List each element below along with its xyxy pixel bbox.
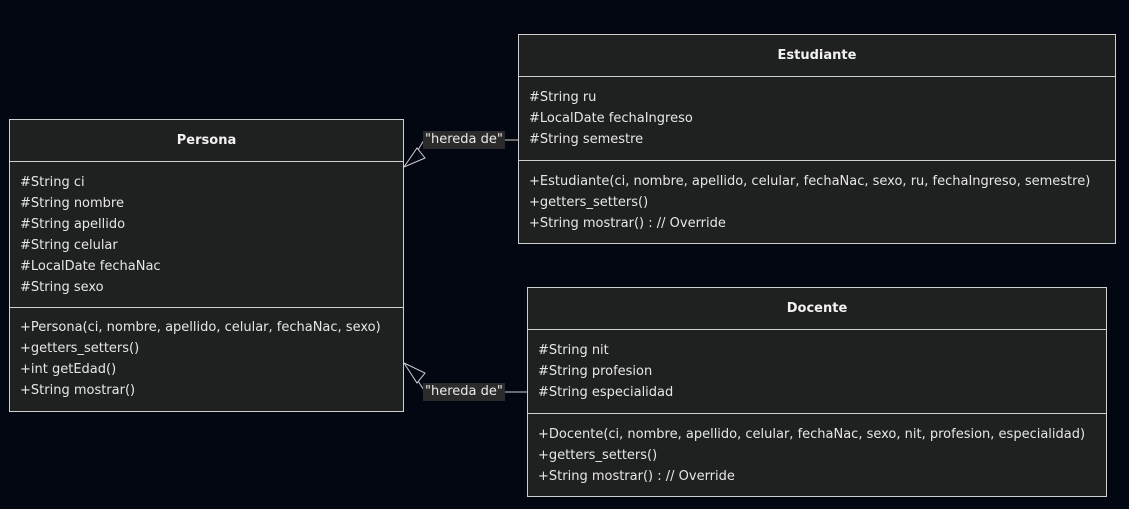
attribute: #String profesion xyxy=(538,364,653,379)
attribute-section: #String ci #String nombre #String apelli… xyxy=(10,162,403,308)
method: +Persona(ci, nombre, apellido, celular, … xyxy=(20,320,381,335)
method: +int getEdad() xyxy=(20,362,117,377)
attribute: #String nit xyxy=(538,343,609,358)
attribute: #String celular xyxy=(20,238,118,253)
attribute: #LocalDate fechaNac xyxy=(20,259,161,274)
method: +getters_setters() xyxy=(20,341,140,356)
edge-label-docente: "hereda de" xyxy=(423,383,505,401)
inheritance-arrowhead-estudiante xyxy=(402,147,426,169)
attribute: #String ci xyxy=(20,175,85,190)
method-section: +Estudiante(ci, nombre, apellido, celula… xyxy=(519,161,1115,234)
method-section: +Persona(ci, nombre, apellido, celular, … xyxy=(10,308,403,401)
method: +Docente(ci, nombre, apellido, celular, … xyxy=(538,427,1086,442)
method: +String mostrar() xyxy=(20,383,136,398)
method: +String mostrar() : // Override xyxy=(529,216,726,231)
class-persona[interactable]: Persona #String ci #String nombre #Strin… xyxy=(9,119,404,412)
class-name: Docente xyxy=(528,288,1106,330)
method: +getters_setters() xyxy=(538,448,658,463)
class-docente[interactable]: Docente #String nit #String profesion #S… xyxy=(527,287,1107,497)
attribute: #String apellido xyxy=(20,217,126,232)
attribute: #String especialidad xyxy=(538,385,674,400)
attribute: #LocalDate fechaIngreso xyxy=(529,111,693,126)
method: +getters_setters() xyxy=(529,195,649,210)
class-name: Persona xyxy=(10,120,403,162)
method: +String mostrar() : // Override xyxy=(538,469,735,484)
attribute: #String semestre xyxy=(529,132,644,147)
attribute: #String nombre xyxy=(20,196,124,211)
method-section: +Docente(ci, nombre, apellido, celular, … xyxy=(528,414,1106,487)
class-name: Estudiante xyxy=(519,35,1115,77)
attribute: #String sexo xyxy=(20,280,104,295)
class-estudiante[interactable]: Estudiante #String ru #LocalDate fechaIn… xyxy=(518,34,1116,244)
method: +Estudiante(ci, nombre, apellido, celula… xyxy=(529,174,1091,189)
attribute-section: #String nit #String profesion #String es… xyxy=(528,330,1106,414)
inheritance-arrowhead-docente xyxy=(402,361,426,384)
attribute: #String ru xyxy=(529,90,597,105)
edge-label-estudiante: "hereda de" xyxy=(423,131,505,149)
attribute-section: #String ru #LocalDate fechaIngreso #Stri… xyxy=(519,77,1115,161)
